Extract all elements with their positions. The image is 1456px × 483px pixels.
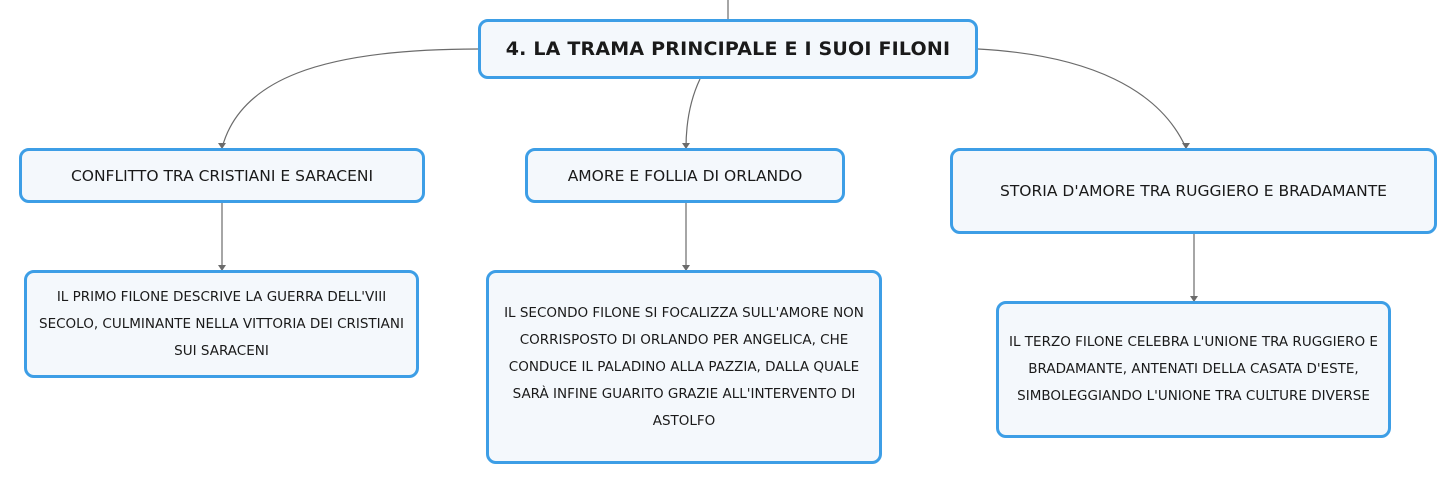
detail-node-second-strand[interactable]: IL SECONDO FILONE SI FOCALIZZA SULL'AMOR… [486, 270, 882, 464]
arrow-detail-3 [1190, 296, 1198, 302]
detail-text: IL TERZO FILONE CELEBRA L'UNIONE TRA RUG… [1009, 334, 1378, 404]
topic-node-ruggiero-bradamante[interactable]: STORIA D'AMORE TRA RUGGIERO E BRADAMANTE [950, 148, 1437, 234]
topic-label: AMORE E FOLLIA DI ORLANDO [567, 166, 803, 185]
root-label: 4. LA TRAMA PRINCIPALE E I SUOI FILONI [505, 38, 951, 60]
root-node[interactable]: 4. LA TRAMA PRINCIPALE E I SUOI FILONI [478, 19, 978, 79]
topic-label: CONFLITTO TRA CRISTIANI E SARACENI [70, 166, 374, 185]
detail-text: IL SECONDO FILONE SI FOCALIZZA SULL'AMOR… [504, 304, 864, 429]
connector-root-topic-1 [221, 48, 479, 149]
arrow-topic-3 [1182, 143, 1190, 149]
arrow-detail-2 [682, 265, 690, 271]
detail-node-third-strand[interactable]: IL TERZO FILONE CELEBRA L'UNIONE TRA RUG… [996, 301, 1391, 438]
connector-root-topic-3 [977, 48, 1187, 149]
topic-node-conflict[interactable]: CONFLITTO TRA CRISTIANI E SARACENI [19, 148, 425, 203]
topic-node-orlando[interactable]: AMORE E FOLLIA DI ORLANDO [525, 148, 845, 203]
arrow-topic-1 [218, 143, 226, 149]
arrow-detail-1 [218, 265, 226, 271]
connector-root-topic-2 [685, 78, 701, 149]
detail-text: IL PRIMO FILONE DESCRIVE LA GUERRA DELL'… [39, 288, 404, 359]
arrow-topic-2 [682, 143, 690, 149]
detail-node-first-strand[interactable]: IL PRIMO FILONE DESCRIVE LA GUERRA DELL'… [24, 270, 419, 378]
topic-label: STORIA D'AMORE TRA RUGGIERO E BRADAMANTE [1000, 182, 1387, 200]
